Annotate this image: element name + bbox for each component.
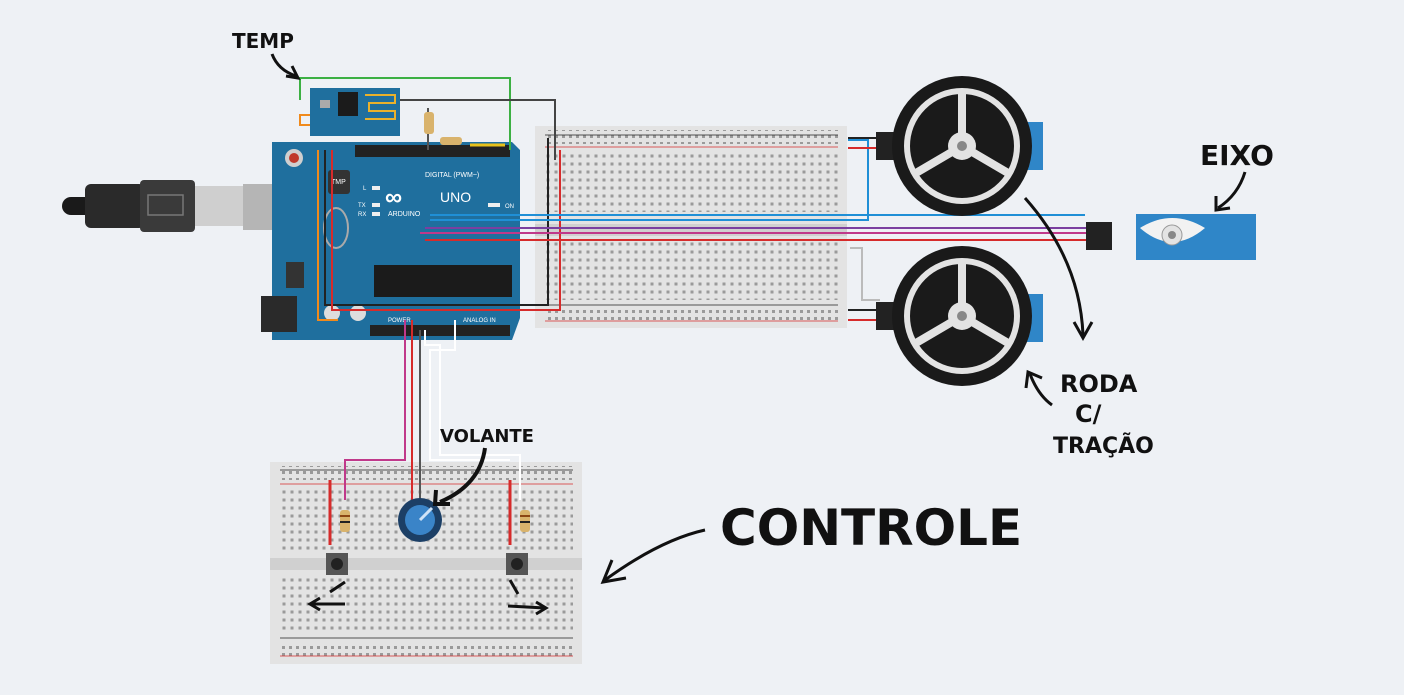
temp-sensor-label: TMP — [331, 179, 346, 186]
svg-text:RODA: RODA — [1060, 370, 1138, 398]
analog-pins-label: ANALOG IN — [463, 318, 496, 324]
power-pins-label: POWER — [388, 318, 411, 324]
svg-text:TEMP: TEMP — [232, 29, 294, 53]
svg-text:TRAÇÃO: TRAÇÃO — [1053, 433, 1154, 459]
resistors — [340, 112, 530, 532]
arduino-model-label: UNO — [440, 189, 471, 205]
svg-text:C/: C/ — [1075, 400, 1102, 428]
led-rx-label: RX — [358, 212, 366, 218]
led-tx-label: TX — [358, 203, 366, 209]
annotation-eixo: EIXO — [1200, 139, 1274, 212]
wheel-servo-bottom — [876, 246, 1043, 386]
digital-pins-label: DIGITAL (PWM~) — [425, 172, 479, 179]
axis-servo — [1086, 214, 1256, 260]
svg-text:CONTROLE: CONTROLE — [720, 499, 1022, 557]
led-l-label: L — [363, 186, 367, 192]
push-button-right[interactable] — [506, 553, 528, 575]
annotation-roda: RODA C/ TRAÇÃO — [1023, 197, 1154, 459]
svg-text:EIXO: EIXO — [1200, 139, 1274, 172]
button-arrows — [307, 579, 549, 616]
wifi-module — [310, 88, 400, 136]
microcontroller-chip — [374, 265, 512, 297]
wheel-servo-top — [876, 76, 1043, 216]
usb-cable — [62, 180, 278, 232]
wires — [299, 77, 1088, 545]
potentiometer-knob[interactable] — [398, 498, 442, 542]
push-button-left[interactable] — [326, 553, 348, 575]
annotation-volante: VOLANTE — [432, 426, 534, 506]
arduino-uno-board: TMP ∞ UNO ARDUINO DIGITAL (PWM~) ANALOG … — [261, 142, 520, 340]
arduino-brand-label: ARDUINO — [388, 211, 421, 218]
control-breadboard — [270, 462, 582, 664]
reset-button[interactable] — [289, 153, 299, 163]
led-on-label: ON — [505, 204, 514, 210]
arduino-logo: ∞ — [385, 184, 402, 211]
svg-text:VOLANTE: VOLANTE — [440, 426, 534, 447]
annotation-controle: CONTROLE — [600, 499, 1022, 584]
annotation-temp: TEMP — [232, 29, 301, 80]
